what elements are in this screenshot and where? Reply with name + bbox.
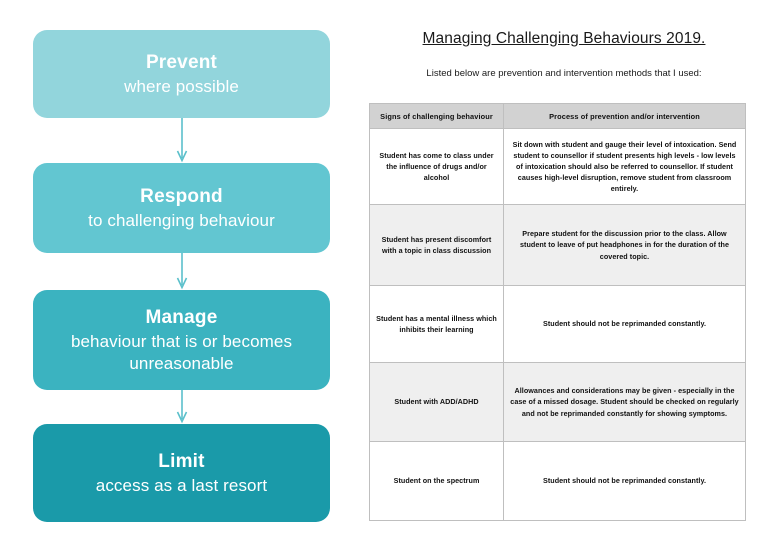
- down-arrow-icon: [176, 390, 188, 424]
- cell-process: Student should not be reprimanded consta…: [503, 441, 746, 521]
- cell-process: Prepare student for the discussion prior…: [503, 204, 746, 286]
- document-title: Managing Challenging Behaviours 2019.: [422, 30, 706, 47]
- flow-step-manage: Manage behaviour that is or becomes unre…: [33, 290, 330, 390]
- flow-step-limit: Limit access as a last resort: [33, 424, 330, 522]
- flow-step-subtitle: access as a last resort: [95, 475, 268, 495]
- prevent-respond-manage-limit-flowchart: Prevent where possible Respond to challe…: [0, 0, 360, 543]
- cell-process: Sit down with student and gauge their le…: [503, 128, 746, 205]
- cell-process: Allowances and considerations may be giv…: [503, 362, 746, 442]
- flow-step-title: Respond: [140, 186, 223, 208]
- cell-sign: Student has come to class under the infl…: [369, 128, 504, 205]
- cell-sign: Student on the spectrum: [369, 441, 504, 521]
- cell-process: Student should not be reprimanded consta…: [503, 285, 746, 363]
- document-subtitle: Listed below are prevention and interven…: [426, 68, 702, 79]
- flow-step-title: Prevent: [145, 52, 218, 74]
- flow-step-subtitle: where possible: [124, 76, 239, 96]
- column-header-process: Process of prevention and/or interventio…: [503, 103, 746, 129]
- down-arrow-icon: [176, 253, 188, 290]
- table-row: Student has come to class under the infl…: [369, 128, 746, 205]
- table-row: Student has present discomfort with a to…: [369, 204, 746, 286]
- flow-step-title: Limit: [158, 451, 205, 473]
- column-header-signs: Signs of challenging behaviour: [369, 103, 504, 129]
- table-row: Student has a mental illness which inhib…: [369, 285, 746, 363]
- cell-sign: Student has a mental illness which inhib…: [369, 285, 504, 363]
- flow-step-subtitle: behaviour that is or becomes unreasonabl…: [70, 331, 293, 373]
- table-row: Student on the spectrum Student should n…: [369, 441, 746, 521]
- flow-step-subtitle: to challenging behaviour: [88, 210, 275, 230]
- managing-challenging-behaviours-document: Managing Challenging Behaviours 2019. Li…: [360, 0, 768, 543]
- cell-sign: Student with ADD/ADHD: [369, 362, 504, 442]
- table-row: Student with ADD/ADHD Allowances and con…: [369, 362, 746, 442]
- flow-step-prevent: Prevent where possible: [33, 30, 330, 118]
- flow-step-title: Manage: [145, 307, 218, 329]
- table-header-row: Signs of challenging behaviour Process o…: [369, 103, 746, 129]
- down-arrow-icon: [176, 118, 188, 163]
- flow-step-respond: Respond to challenging behaviour: [33, 163, 330, 253]
- cell-sign: Student has present discomfort with a to…: [369, 204, 504, 286]
- prevention-intervention-table: Signs of challenging behaviour Process o…: [369, 103, 746, 521]
